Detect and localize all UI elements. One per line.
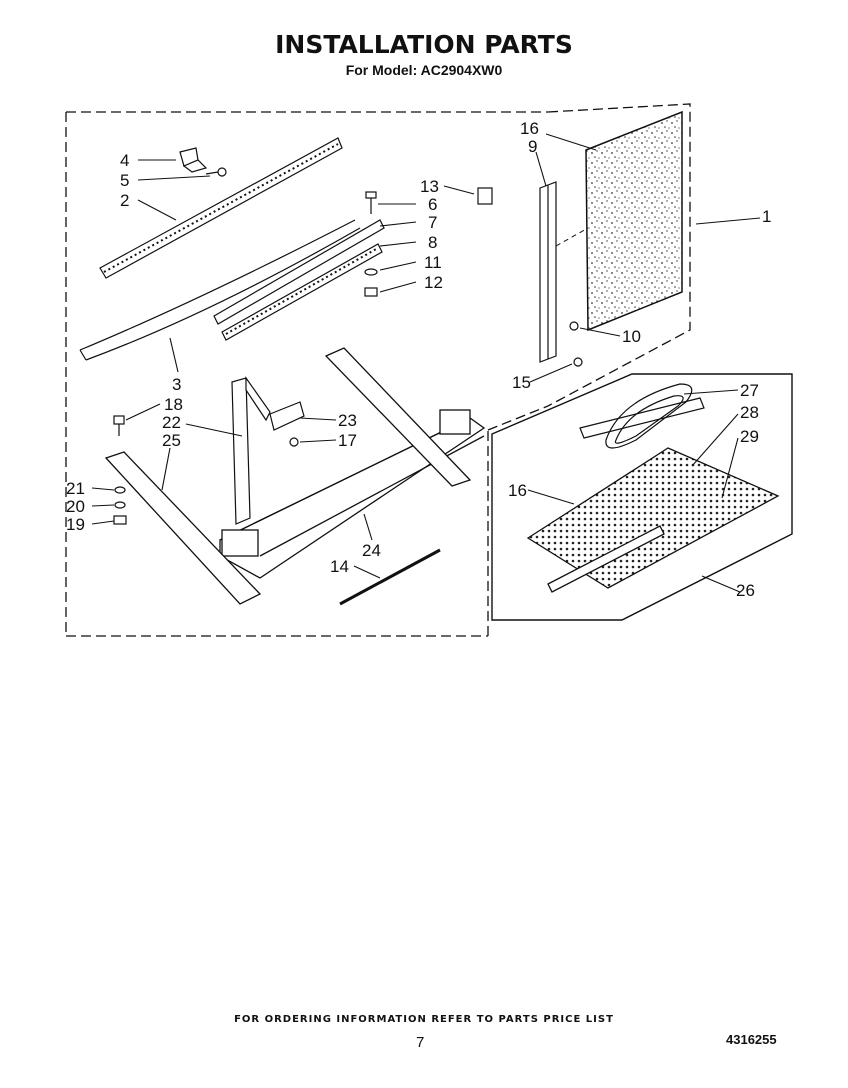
callout-9: 9 [528, 137, 537, 156]
filter-panel-part-16 [526, 447, 780, 593]
dash-guide [555, 227, 589, 247]
foam-panel-part-16 [585, 110, 683, 332]
support-leg-part-25 [104, 451, 262, 605]
callout-labels: 4 5 2 13 6 7 8 11 12 3 18 22 25 23 17 21… [66, 119, 771, 600]
callout-18: 18 [164, 395, 183, 414]
callout-15: 15 [512, 373, 531, 392]
callout-17: 17 [338, 431, 357, 450]
callout-25: 25 [162, 431, 181, 450]
leader-lines [91, 133, 761, 593]
bracket-part-4 [179, 147, 208, 173]
callout-22: 22 [162, 413, 181, 432]
filter-kit-frame [491, 373, 793, 621]
callout-24: 24 [362, 541, 381, 560]
bracket-part-23 [269, 401, 305, 431]
callout-23: 23 [338, 411, 357, 430]
screw-part-15 [573, 357, 583, 367]
rod-part-14 [339, 548, 441, 606]
screw-part-6 [365, 191, 377, 214]
screw-part-17 [289, 437, 299, 447]
ordering-note: FOR ORDERING INFORMATION REFER TO PARTS … [234, 1014, 614, 1025]
callout-19: 19 [66, 515, 85, 534]
callout-21: 21 [66, 479, 85, 498]
callout-16-bottom: 16 [508, 481, 527, 500]
support-leg-upper [324, 347, 472, 487]
callout-11: 11 [424, 253, 442, 272]
callout-4: 4 [120, 151, 129, 170]
callout-3: 3 [172, 375, 181, 394]
callout-26: 26 [736, 581, 755, 600]
rail-part-2 [99, 137, 343, 279]
model-subtitle: For Model: AC2904XW0 [345, 62, 503, 78]
page-number: 7 [416, 1034, 425, 1051]
rail-part-8 [221, 243, 383, 341]
callout-12: 12 [424, 273, 443, 292]
hardware-parts-19-21 [113, 486, 127, 525]
bracket-part-22 [231, 376, 271, 525]
document-number: 4316255 [726, 1032, 777, 1047]
callout-14: 14 [330, 557, 349, 576]
callout-20: 20 [66, 497, 85, 516]
callout-29: 29 [740, 427, 759, 446]
left-assembly-frame [65, 111, 549, 637]
screw-part-5 [205, 167, 227, 177]
callout-16-top: 16 [520, 119, 539, 138]
callout-1: 1 [762, 207, 771, 226]
angle-part-9 [539, 181, 557, 363]
page-title: INSTALLATION PARTS [275, 30, 573, 59]
callout-8: 8 [428, 233, 437, 252]
callout-6: 6 [428, 195, 437, 214]
callout-10: 10 [622, 327, 641, 346]
callout-28: 28 [740, 403, 759, 422]
callout-7: 7 [428, 213, 437, 232]
bolt-part-18 [113, 415, 125, 436]
callout-13: 13 [420, 177, 439, 196]
callout-2: 2 [120, 191, 129, 210]
clip-part-13 [477, 187, 493, 205]
loop-part-27 [605, 383, 693, 449]
callout-5: 5 [120, 171, 129, 190]
panel-frame [547, 103, 691, 407]
screw-part-10 [569, 321, 579, 331]
nut-part-12 [364, 287, 378, 297]
washer-part-11 [364, 268, 378, 276]
rail-part-7 [213, 219, 385, 325]
callout-27: 27 [740, 381, 759, 400]
curved-strip-part-3 [79, 219, 361, 361]
